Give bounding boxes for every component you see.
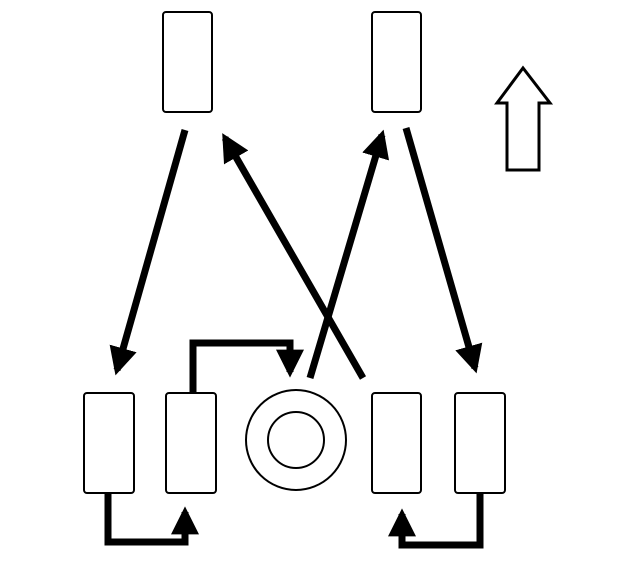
tire-rear-left-outer-icon: [83, 392, 135, 494]
spare-tire-hub-icon: [267, 411, 325, 469]
arrow-icon: [402, 127, 483, 374]
tire-rear-right-outer-icon: [454, 392, 506, 494]
forward-direction-arrow-icon: [494, 65, 554, 172]
tire-front-left-icon: [162, 11, 213, 113]
arrow-icon: [221, 133, 367, 380]
tire-front-right-icon: [371, 11, 422, 113]
arrow-icon: [109, 129, 189, 376]
arrow-icon: [388, 493, 484, 549]
arrow-icon: [306, 129, 390, 379]
tire-rear-right-inner-icon: [371, 392, 422, 494]
arrow-icon: [189, 339, 304, 393]
arrow-icon: [104, 493, 199, 546]
tire-rear-left-inner-icon: [165, 392, 217, 494]
